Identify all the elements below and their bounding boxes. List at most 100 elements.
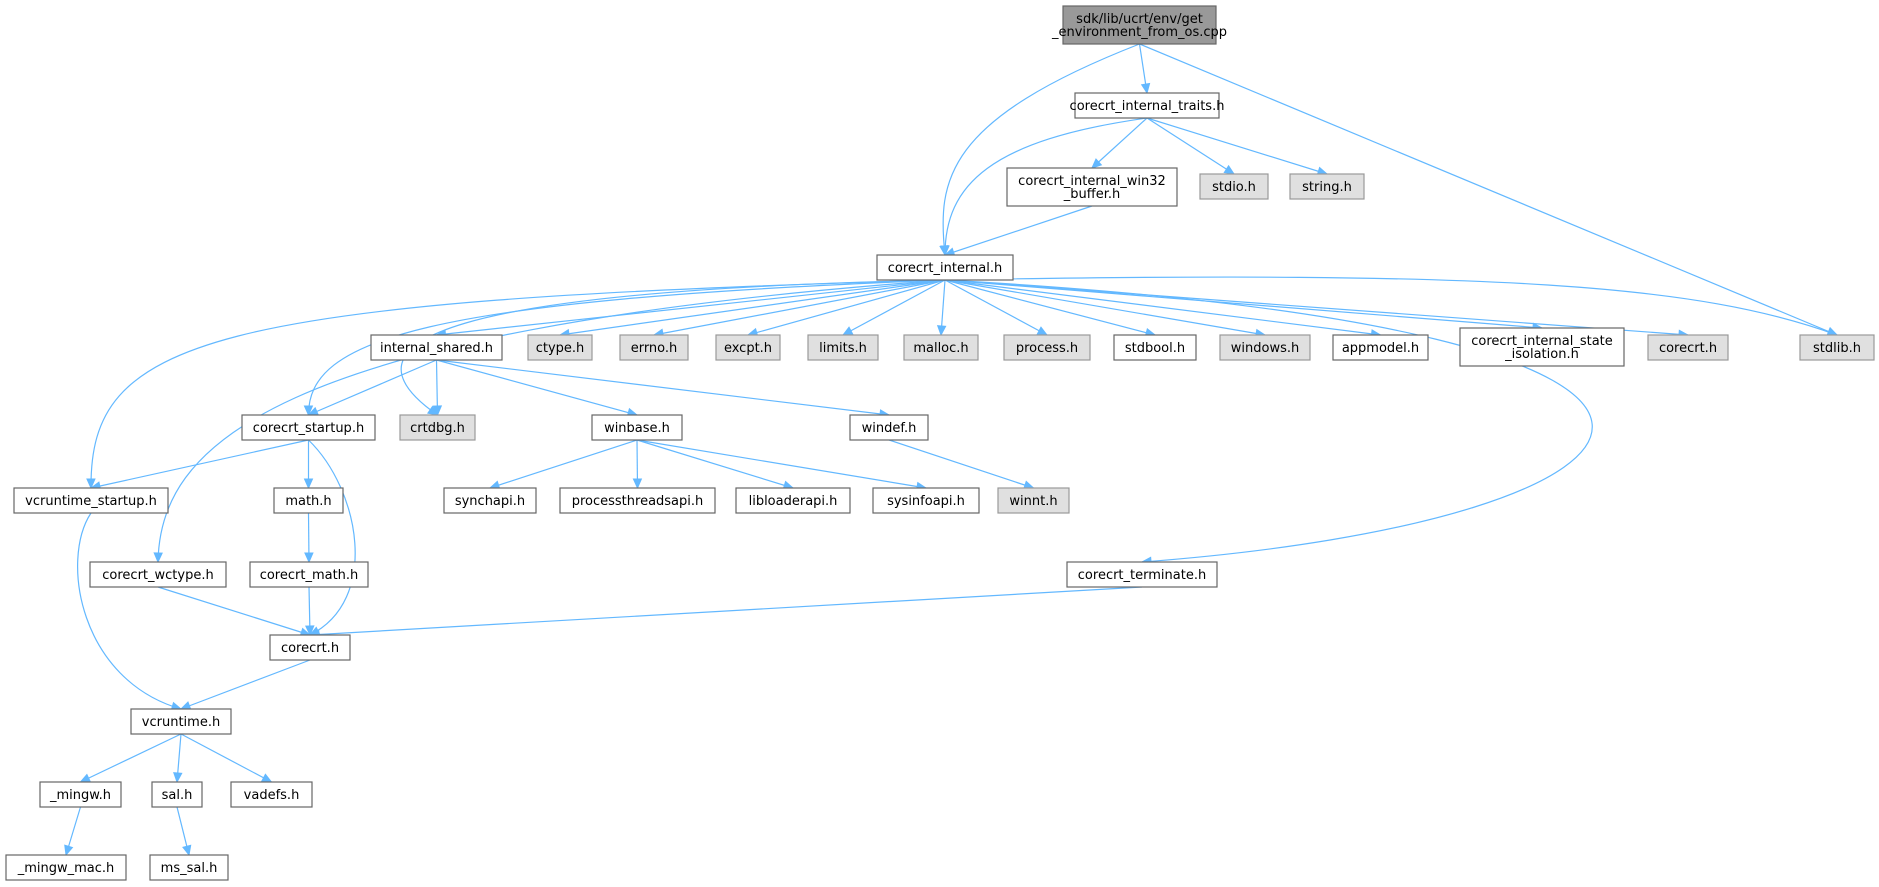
node-process[interactable]: process.h: [1003, 334, 1091, 361]
node-vcruntime[interactable]: vcruntime.h: [130, 708, 232, 735]
node-shared[interactable]: internal_shared.h: [370, 334, 503, 361]
node-box-corecrt_ext[interactable]: [1647, 334, 1729, 361]
node-box-libloader[interactable]: [735, 487, 851, 514]
node-label-string: string.h: [1302, 180, 1352, 195]
node-box-stateiso[interactable]: [1459, 327, 1625, 367]
node-stdlib[interactable]: stdlib.h: [1799, 334, 1875, 361]
node-label-cmath: corecrt_math.h: [260, 568, 359, 583]
node-box-synchapi[interactable]: [443, 487, 537, 514]
node-crtdbg[interactable]: crtdbg.h: [399, 414, 476, 441]
node-label-excpt: excpt.h: [724, 341, 772, 356]
node-malloc[interactable]: malloc.h: [903, 334, 979, 361]
node-box-win32buf[interactable]: [1006, 167, 1178, 207]
node-errno[interactable]: errno.h: [619, 334, 689, 361]
node-label-libloader: libloaderapi.h: [749, 494, 838, 509]
node-box-sal[interactable]: [151, 781, 203, 808]
node-box-crtdbg[interactable]: [399, 414, 476, 441]
edge-internal-to-corecrt_ext: [944, 279, 1689, 336]
node-winbase[interactable]: winbase.h: [591, 414, 683, 441]
node-label-internal: corecrt_internal.h: [888, 261, 1003, 276]
node-box-cmath[interactable]: [249, 561, 369, 588]
node-winnt[interactable]: winnt.h: [997, 487, 1070, 514]
edge-internal-to-malloc-arrowhead: [936, 325, 947, 337]
node-box-startup[interactable]: [241, 414, 376, 441]
node-math[interactable]: math.h: [273, 487, 344, 514]
node-label-wctype: corecrt_wctype.h: [102, 568, 213, 583]
node-win32buf[interactable]: corecrt_internal_win32_buffer.h: [1006, 167, 1178, 207]
node-stdbool[interactable]: stdbool.h: [1113, 334, 1197, 361]
node-box-terminate[interactable]: [1066, 561, 1218, 588]
node-box-excpt[interactable]: [715, 334, 781, 361]
node-mingwmac[interactable]: _mingw_mac.h: [5, 854, 127, 881]
node-box-process[interactable]: [1003, 334, 1091, 361]
node-mingw[interactable]: _mingw.h: [39, 781, 122, 808]
node-startup[interactable]: corecrt_startup.h: [241, 414, 376, 441]
node-excpt[interactable]: excpt.h: [715, 334, 781, 361]
edge-vcstartup-to-vcruntime: [77, 512, 182, 710]
node-box-windef[interactable]: [849, 414, 929, 441]
edge-internal-to-stdbool: [944, 279, 1156, 336]
node-stateiso[interactable]: corecrt_internal_state_isolation.h: [1459, 327, 1625, 367]
node-internal[interactable]: corecrt_internal.h: [876, 254, 1014, 281]
node-box-mssal[interactable]: [149, 854, 229, 881]
node-synchapi[interactable]: synchapi.h: [443, 487, 537, 514]
node-vcstartup[interactable]: vcruntime_startup.h: [13, 487, 169, 514]
node-root[interactable]: sdk/lib/ucrt/env/get_environment_from_os…: [1051, 5, 1227, 45]
node-appmodel[interactable]: appmodel.h: [1332, 334, 1429, 361]
edges-layer: [64, 43, 1839, 857]
edge-internal-to-windows: [944, 279, 1266, 336]
node-box-winnt[interactable]: [997, 487, 1070, 514]
node-box-ctype[interactable]: [527, 334, 593, 361]
node-box-sysinfo[interactable]: [872, 487, 980, 514]
node-box-winbase[interactable]: [591, 414, 683, 441]
node-box-math[interactable]: [273, 487, 344, 514]
edge-win32buf-to-internal: [944, 205, 1093, 256]
node-mssal[interactable]: ms_sal.h: [149, 854, 229, 881]
node-box-appmodel[interactable]: [1332, 334, 1429, 361]
node-box-string[interactable]: [1289, 173, 1365, 200]
node-box-stdio[interactable]: [1199, 173, 1269, 200]
node-box-limits[interactable]: [807, 334, 879, 361]
node-box-mingw[interactable]: [39, 781, 122, 808]
node-box-windows[interactable]: [1219, 334, 1311, 361]
node-wctype[interactable]: corecrt_wctype.h: [89, 561, 227, 588]
node-box-vadefs[interactable]: [230, 781, 313, 808]
edge-internal-to-terminate: [944, 279, 1593, 563]
node-box-procthread[interactable]: [559, 487, 716, 514]
node-traits[interactable]: corecrt_internal_traits.h: [1070, 92, 1225, 119]
edge-startup-to-vcstartup: [90, 439, 309, 489]
node-box-wctype[interactable]: [89, 561, 227, 588]
node-box-root[interactable]: [1062, 5, 1217, 45]
node-box-shared[interactable]: [370, 334, 503, 361]
node-box-errno[interactable]: [619, 334, 689, 361]
node-corecrt[interactable]: corecrt.h: [269, 634, 351, 661]
node-box-internal[interactable]: [876, 254, 1014, 281]
node-windef[interactable]: windef.h: [849, 414, 929, 441]
node-vadefs[interactable]: vadefs.h: [230, 781, 313, 808]
node-cmath[interactable]: corecrt_math.h: [249, 561, 369, 588]
node-procthread[interactable]: processthreadsapi.h: [559, 487, 716, 514]
node-box-mingwmac[interactable]: [5, 854, 127, 881]
edge-vcruntime-to-vadefs: [180, 733, 272, 783]
node-sal[interactable]: sal.h: [151, 781, 203, 808]
node-corecrt_ext[interactable]: corecrt.h: [1647, 334, 1729, 361]
node-box-stdlib[interactable]: [1799, 334, 1875, 361]
node-label-appmodel: appmodel.h: [1342, 341, 1419, 356]
node-stdio[interactable]: stdio.h: [1199, 173, 1269, 200]
node-sysinfo[interactable]: sysinfoapi.h: [872, 487, 980, 514]
node-windows[interactable]: windows.h: [1219, 334, 1311, 361]
node-terminate[interactable]: corecrt_terminate.h: [1066, 561, 1218, 588]
edge-internal-to-errno: [653, 279, 946, 336]
node-box-stdbool[interactable]: [1113, 334, 1197, 361]
node-box-corecrt[interactable]: [269, 634, 351, 661]
node-libloader[interactable]: libloaderapi.h: [735, 487, 851, 514]
edge-root-to-stdlib: [1139, 43, 1838, 336]
node-box-traits[interactable]: [1074, 92, 1220, 119]
node-box-vcstartup[interactable]: [13, 487, 169, 514]
node-box-malloc[interactable]: [903, 334, 979, 361]
node-ctype[interactable]: ctype.h: [527, 334, 593, 361]
node-box-vcruntime[interactable]: [130, 708, 232, 735]
node-string[interactable]: string.h: [1289, 173, 1365, 200]
nodes-layer: sdk/lib/ucrt/env/get_environment_from_os…: [5, 5, 1875, 881]
node-limits[interactable]: limits.h: [807, 334, 879, 361]
